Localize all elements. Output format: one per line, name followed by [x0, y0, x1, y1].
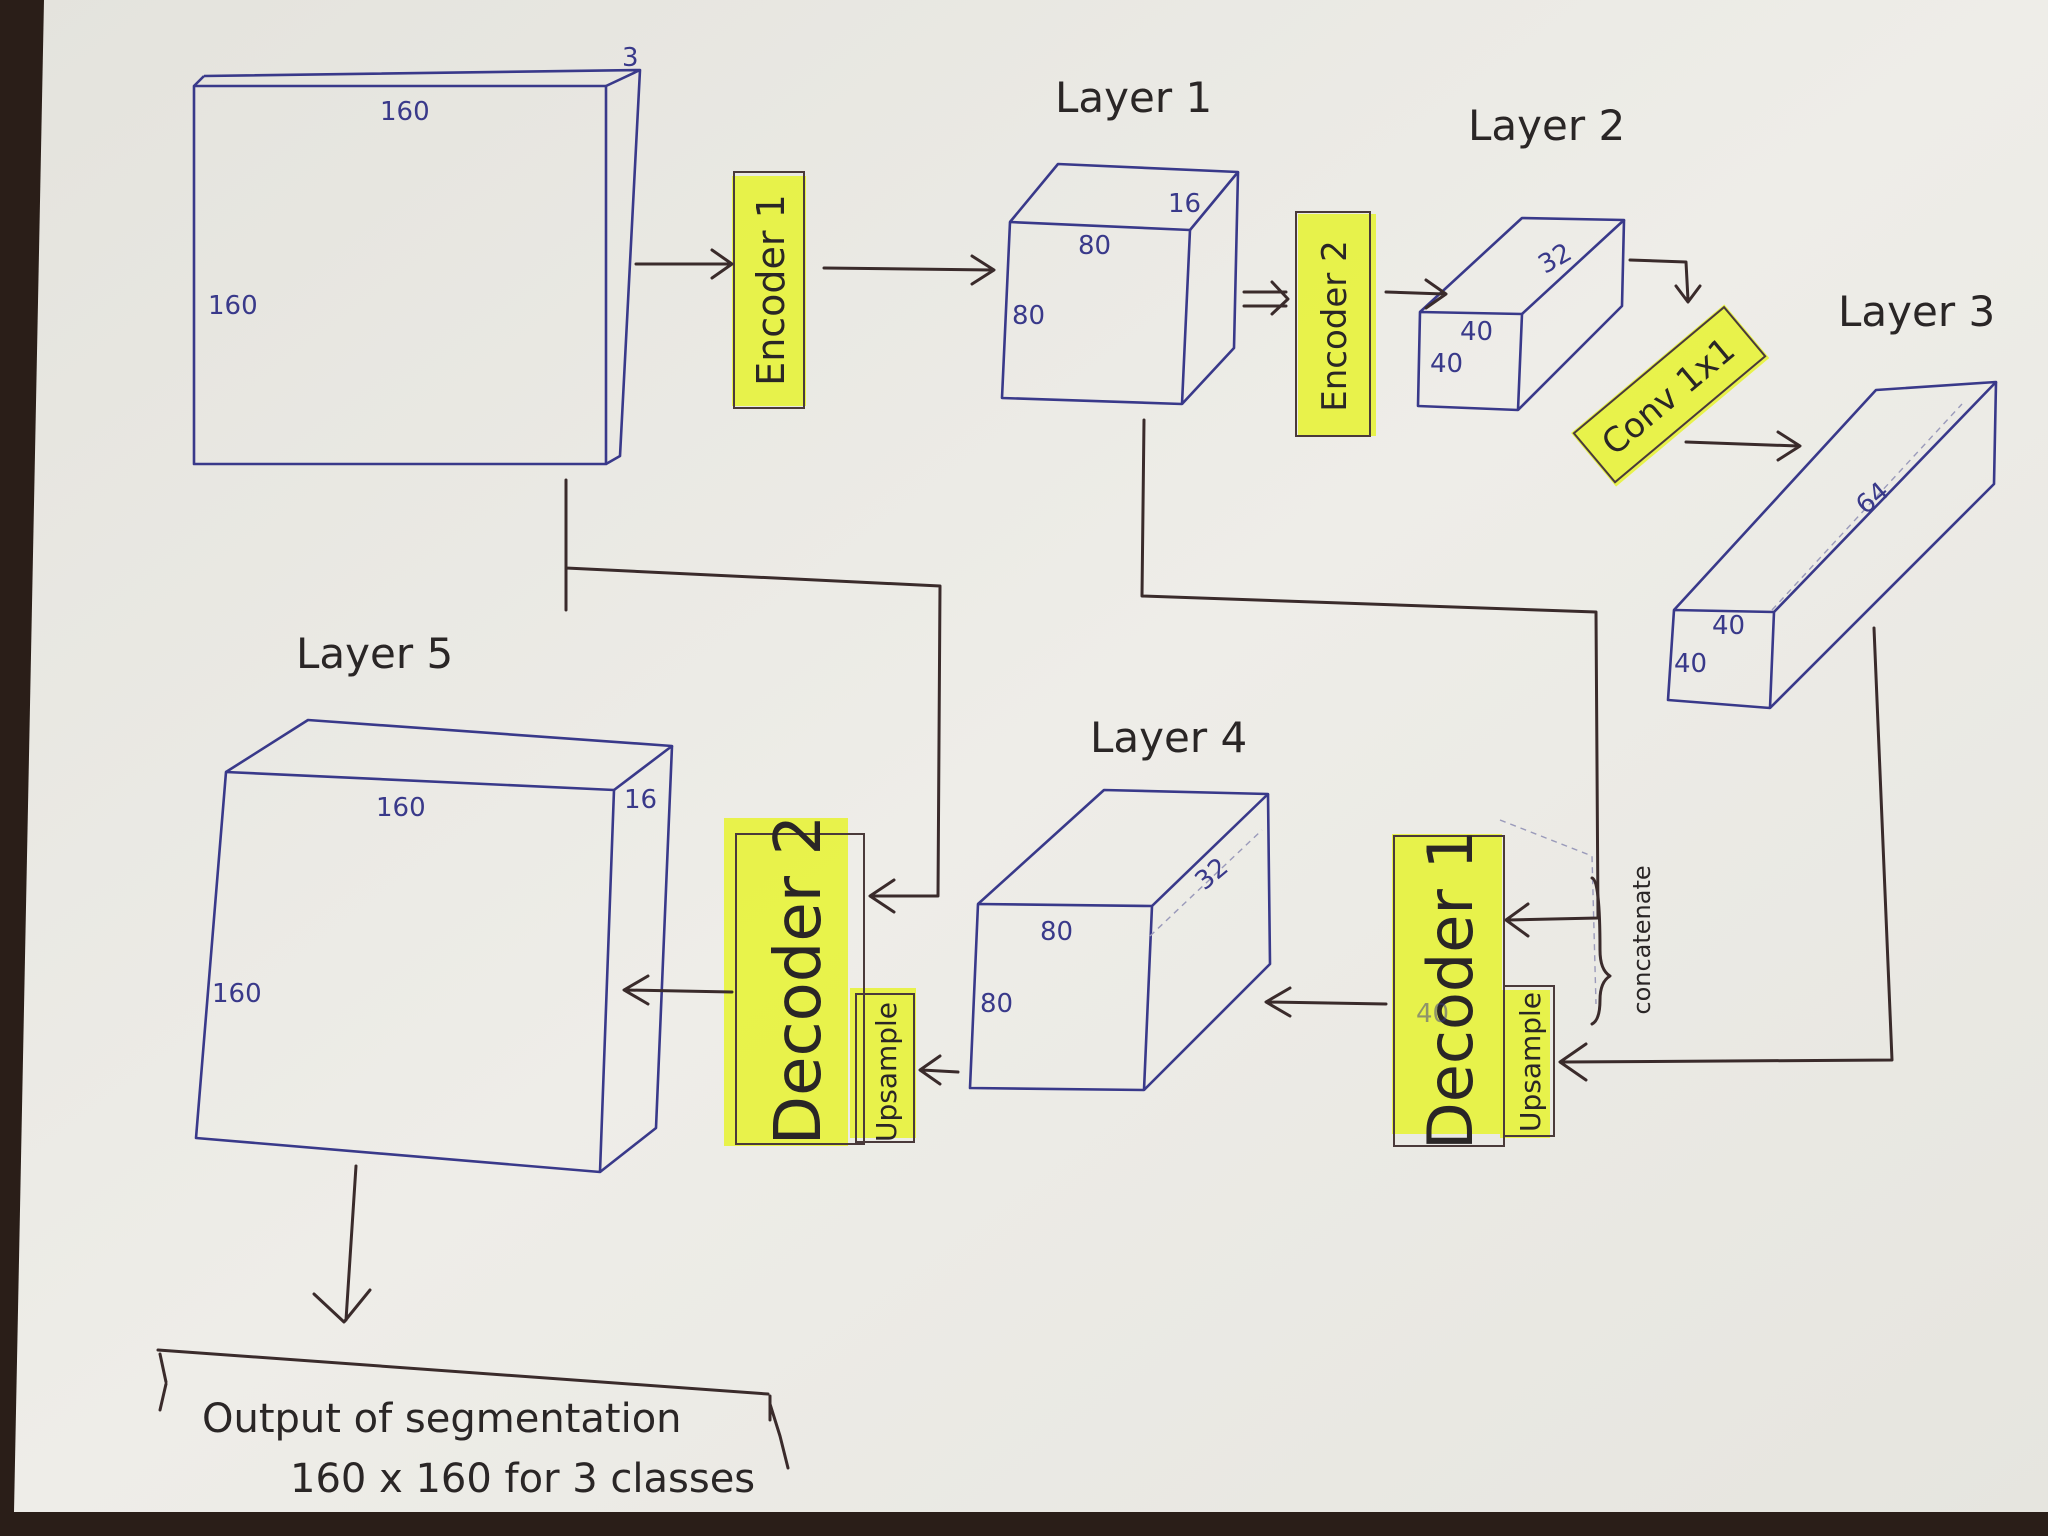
- layer-2-dim-height: 40: [1430, 349, 1463, 379]
- decoder-1-ghost-dim: 40: [1416, 999, 1449, 1029]
- layer-1-dim-depth: 16: [1168, 189, 1201, 219]
- input-dim-height: 160: [208, 291, 258, 321]
- output-line-2: 160 x 160 for 3 classes: [290, 1456, 755, 1502]
- layer-1-title: Layer 1: [1055, 73, 1212, 122]
- layer-3-dim-width: 40: [1712, 611, 1745, 641]
- layer-2-title: Layer 2: [1468, 101, 1625, 150]
- encoder-2-label: Encoder 2: [1315, 240, 1355, 411]
- concatenate-label: concatenate: [1628, 865, 1656, 1014]
- input-dim-depth: 3: [622, 43, 639, 73]
- layer-3-dim-height: 40: [1674, 649, 1707, 679]
- upsample-1-label: Upsample: [1514, 992, 1547, 1132]
- layer-4-dim-width: 80: [1040, 917, 1073, 947]
- output-line-1: Output of segmentation: [202, 1396, 682, 1442]
- layer-4-dim-height: 80: [980, 989, 1013, 1019]
- encoder-1-block: Encoder 1: [732, 172, 806, 408]
- paper-sheet: [14, 0, 2048, 1512]
- layer-3-title: Layer 3: [1838, 287, 1995, 336]
- decoder-1-label: Decoder 1: [1414, 830, 1487, 1150]
- layer-5-dim-depth: 16: [624, 785, 657, 815]
- layer-5-dim-height: 160: [212, 979, 262, 1009]
- layer-5-title: Layer 5: [296, 629, 453, 678]
- layer-1-dim-width: 80: [1078, 231, 1111, 261]
- input-dim-width: 160: [380, 97, 430, 127]
- layer-5-dim-width: 160: [376, 793, 426, 823]
- layer-2-dim-width: 40: [1460, 317, 1493, 347]
- encoder-1-label: Encoder 1: [749, 194, 793, 386]
- encoder-2-block: Encoder 2: [1296, 212, 1376, 436]
- upsample-2-label: Upsample: [870, 1002, 903, 1142]
- layer-1-dim-height: 80: [1012, 301, 1045, 331]
- decoder-2-label: Decoder 2: [762, 815, 836, 1145]
- layer-4-title: Layer 4: [1090, 713, 1247, 762]
